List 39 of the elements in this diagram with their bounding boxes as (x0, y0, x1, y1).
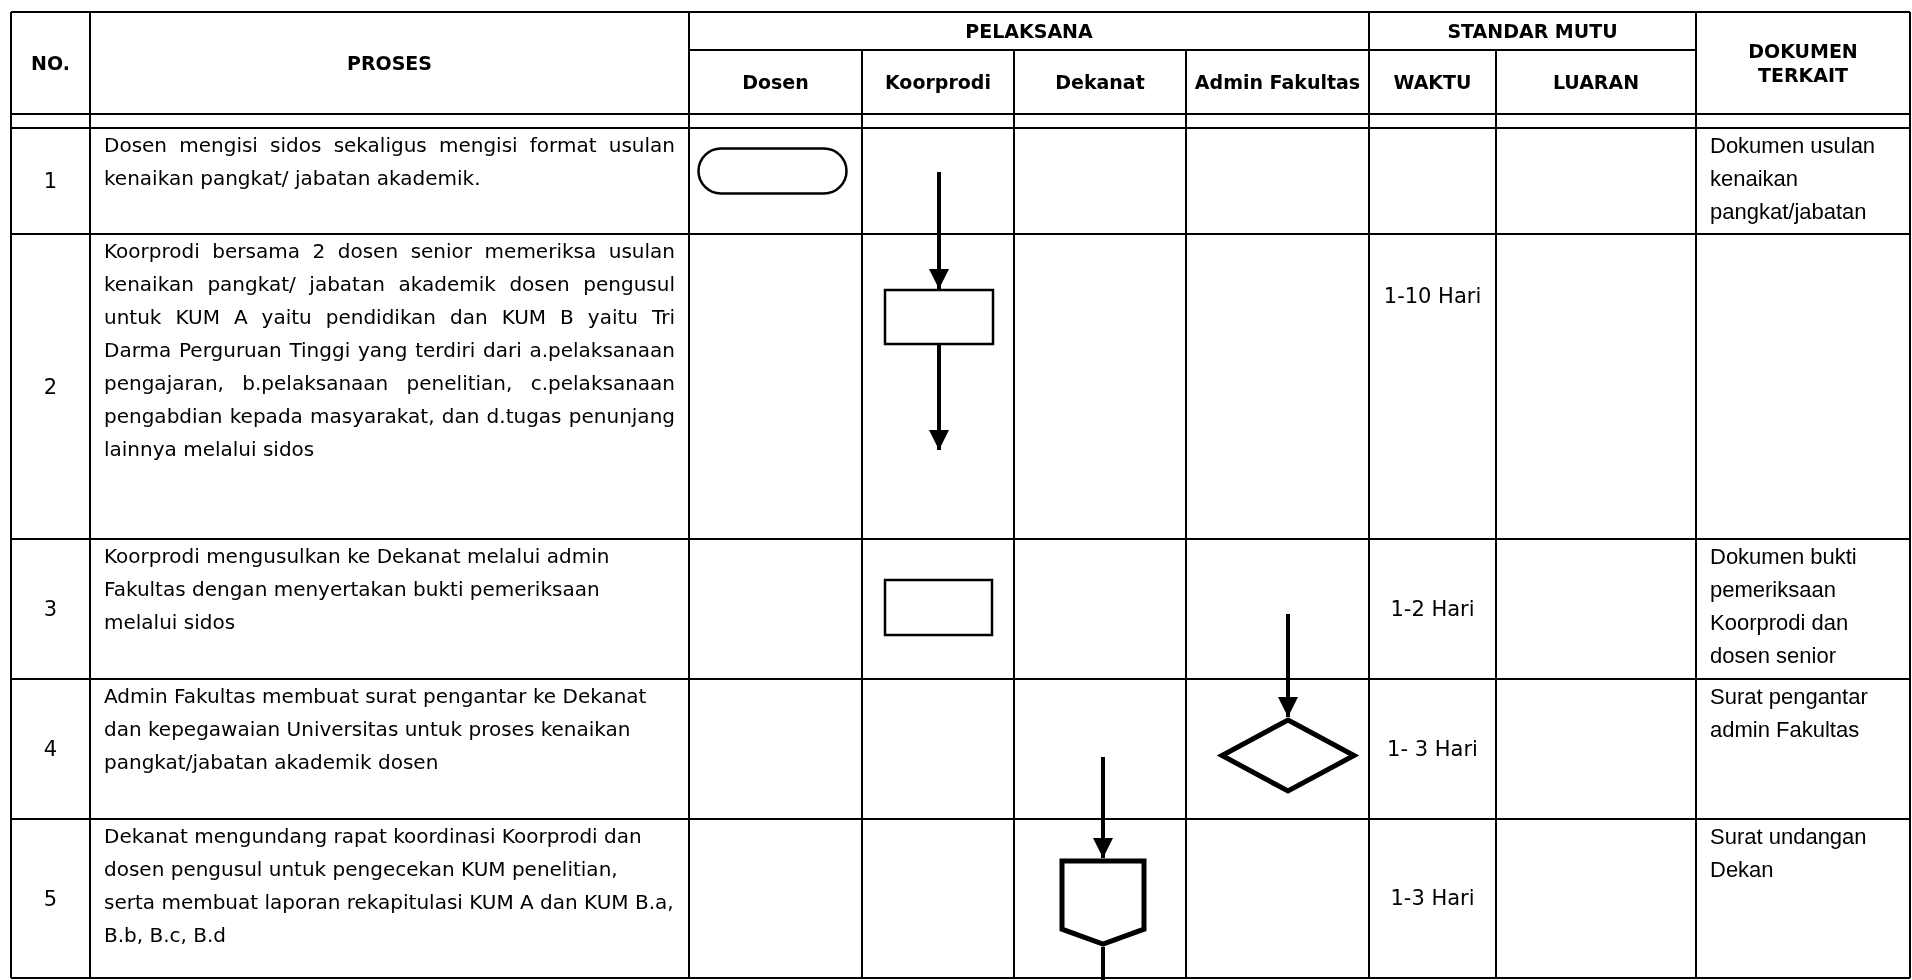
arrow (929, 172, 949, 289)
document-text: Dokumen usulan kenaikan pangkat/jabatan (1710, 132, 1877, 226)
process-description: Koorprodi mengusulkan ke Dekanat melalui admin Fakultas dengan menyertakan bukti pemeriksaan melalui sidos (104, 543, 611, 636)
row-number: 5 (42, 886, 59, 911)
column-header: WAKTU (1392, 70, 1473, 94)
document-text: Surat undangan Dekan (1710, 823, 1868, 884)
row-number: 3 (42, 597, 59, 621)
off-page-connector (1059, 858, 1147, 947)
duration-text: 1-3 Hari (1389, 885, 1476, 912)
row-number: 1 (42, 169, 59, 193)
column-header: DOKUMEN TERKAIT (1747, 39, 1859, 87)
column-header: LUARAN (1551, 70, 1641, 94)
column-header: Dosen (741, 70, 810, 94)
document-text: Surat pengantar admin Fakultas (1710, 683, 1869, 744)
document-text: Dokumen bukti pemeriksaan Koorprodi dan dosen senior (1710, 543, 1858, 670)
row-number: 2 (42, 374, 59, 399)
column-header: PELAKSANA (964, 19, 1094, 43)
terminal-shape (697, 147, 848, 195)
duration-text: 1-2 Hari (1389, 595, 1476, 623)
duration-text: 1- 3 Hari (1386, 735, 1479, 763)
process-description: Dosen mengisi sidos sekaligus mengisi format usulan kenaikan pangkat/ jabatan akademik. (104, 132, 675, 192)
process-description: Dekanat mengundang rapat koordinasi Koorprodi dan dosen pengusul untuk pengecekan KUM penelitian, serta membuat laporan rekapitulasi KUM A dan KUM B.a, B.b, B.c, B.d (104, 823, 675, 949)
decision-diamond (1219, 717, 1357, 794)
column-header: PROSES (345, 51, 434, 75)
column-header: STANDAR MUTU (1446, 19, 1619, 43)
column-header: NO. (30, 51, 71, 75)
column-header: Koorprodi (884, 70, 992, 94)
process-box (884, 579, 993, 636)
process-description: Koorprodi bersama 2 dosen senior memeriksa usulan kenaikan pangkat/ jabatan akademik dosen pengusul untuk KUM A yaitu pendidikan dan KUM B yaitu Tri Darma Perguruan Tinggi yang terdiri dari a.pelaksanaan pengajaran, b.pelaksanaan penelitian, c.pelaksanaan pengabdian kepada masyarakat, dan d.tugas penunjang lainnya melalui sidos (104, 238, 675, 463)
duration-text: 1-10 Hari (1382, 283, 1483, 310)
column-header: Dekanat (1054, 70, 1146, 94)
column-header: Admin Fakultas (1193, 70, 1362, 94)
connector-line (1101, 947, 1105, 980)
arrow (1093, 757, 1113, 858)
process-description: Admin Fakultas membuat surat pengantar ke Dekanat dan kepegawaian Universitas untuk proses kenaikan pangkat/jabatan akademik dosen (104, 683, 648, 776)
row-number: 4 (42, 737, 59, 761)
process-box (884, 289, 994, 345)
arrow (1278, 614, 1298, 717)
arrow (929, 345, 949, 450)
